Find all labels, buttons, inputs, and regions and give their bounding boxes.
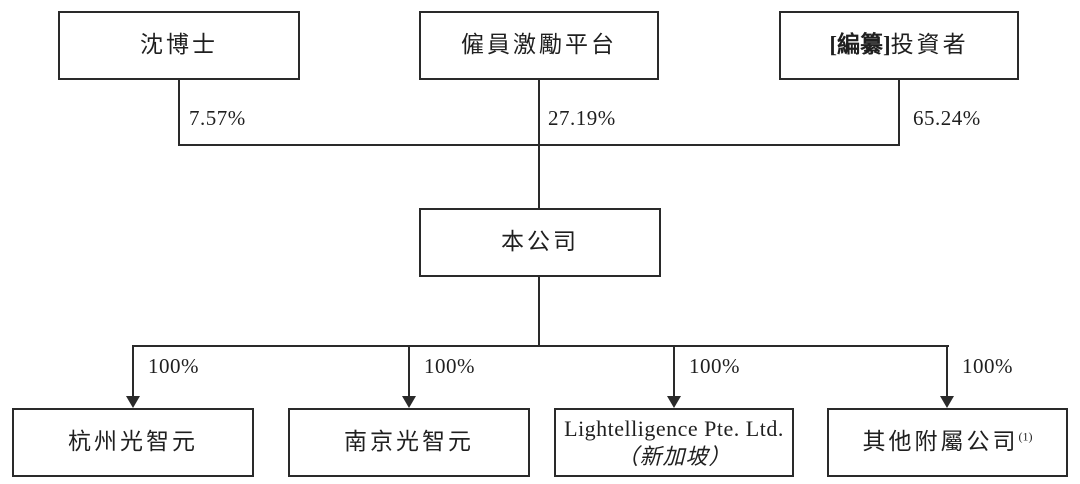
subsidiary-label: 南京光智元 bbox=[344, 429, 474, 455]
arrow-down-icon bbox=[402, 396, 416, 408]
arrow-down-icon bbox=[940, 396, 954, 408]
connector-line bbox=[132, 345, 134, 398]
redacted-tag: [編纂] bbox=[829, 32, 891, 58]
shareholder-label: [編纂]投資者 bbox=[829, 32, 969, 58]
subsidiary-box-other-subsidiaries: 其他附屬公司(1) bbox=[827, 408, 1068, 477]
subsidiary-label-line1: Lightelligence Pte. Ltd. bbox=[564, 416, 784, 441]
subsidiary-label: 杭州光智元 bbox=[68, 429, 198, 455]
company-box: 本公司 bbox=[419, 208, 661, 277]
connector-line bbox=[538, 277, 540, 347]
shareholder-box-redacted-investors: [編纂]投資者 bbox=[779, 11, 1019, 80]
ownership-pct-investors: 65.24% bbox=[913, 106, 981, 130]
shareholder-label: 僱員激勵平台 bbox=[461, 32, 617, 58]
arrow-down-icon bbox=[667, 396, 681, 408]
arrow-down-icon bbox=[126, 396, 140, 408]
shareholder-box-employee-incentive-platform: 僱員激勵平台 bbox=[419, 11, 659, 80]
ownership-pct-sub2: 100% bbox=[424, 354, 475, 378]
subsidiary-label: 其他附屬公司(1) bbox=[862, 429, 1033, 455]
connector-line bbox=[132, 345, 949, 347]
connector-line bbox=[946, 345, 948, 398]
footnote-superscript: (1) bbox=[1018, 429, 1033, 444]
connector-line bbox=[898, 80, 900, 146]
ownership-pct-dr-shen: 7.57% bbox=[189, 106, 246, 130]
ownership-pct-sub4: 100% bbox=[962, 354, 1013, 378]
subsidiary-box-nanjing: 南京光智元 bbox=[288, 408, 530, 477]
connector-line bbox=[408, 345, 410, 398]
ownership-pct-sub3: 100% bbox=[689, 354, 740, 378]
subsidiary-label-line2: （新加坡） bbox=[616, 443, 732, 469]
ownership-pct-sub1: 100% bbox=[148, 354, 199, 378]
connector-line bbox=[178, 80, 180, 146]
shareholder-box-dr-shen: 沈博士 bbox=[58, 11, 300, 80]
connector-line bbox=[673, 345, 675, 398]
subsidiary-box-hangzhou: 杭州光智元 bbox=[12, 408, 254, 477]
subsidiary-box-lightelligence-pte: Lightelligence Pte. Ltd. （新加坡） bbox=[554, 408, 794, 477]
connector-line bbox=[178, 144, 900, 146]
ownership-pct-platform: 27.19% bbox=[548, 106, 616, 130]
company-label: 本公司 bbox=[501, 229, 579, 255]
shareholder-label: 沈博士 bbox=[140, 32, 218, 58]
